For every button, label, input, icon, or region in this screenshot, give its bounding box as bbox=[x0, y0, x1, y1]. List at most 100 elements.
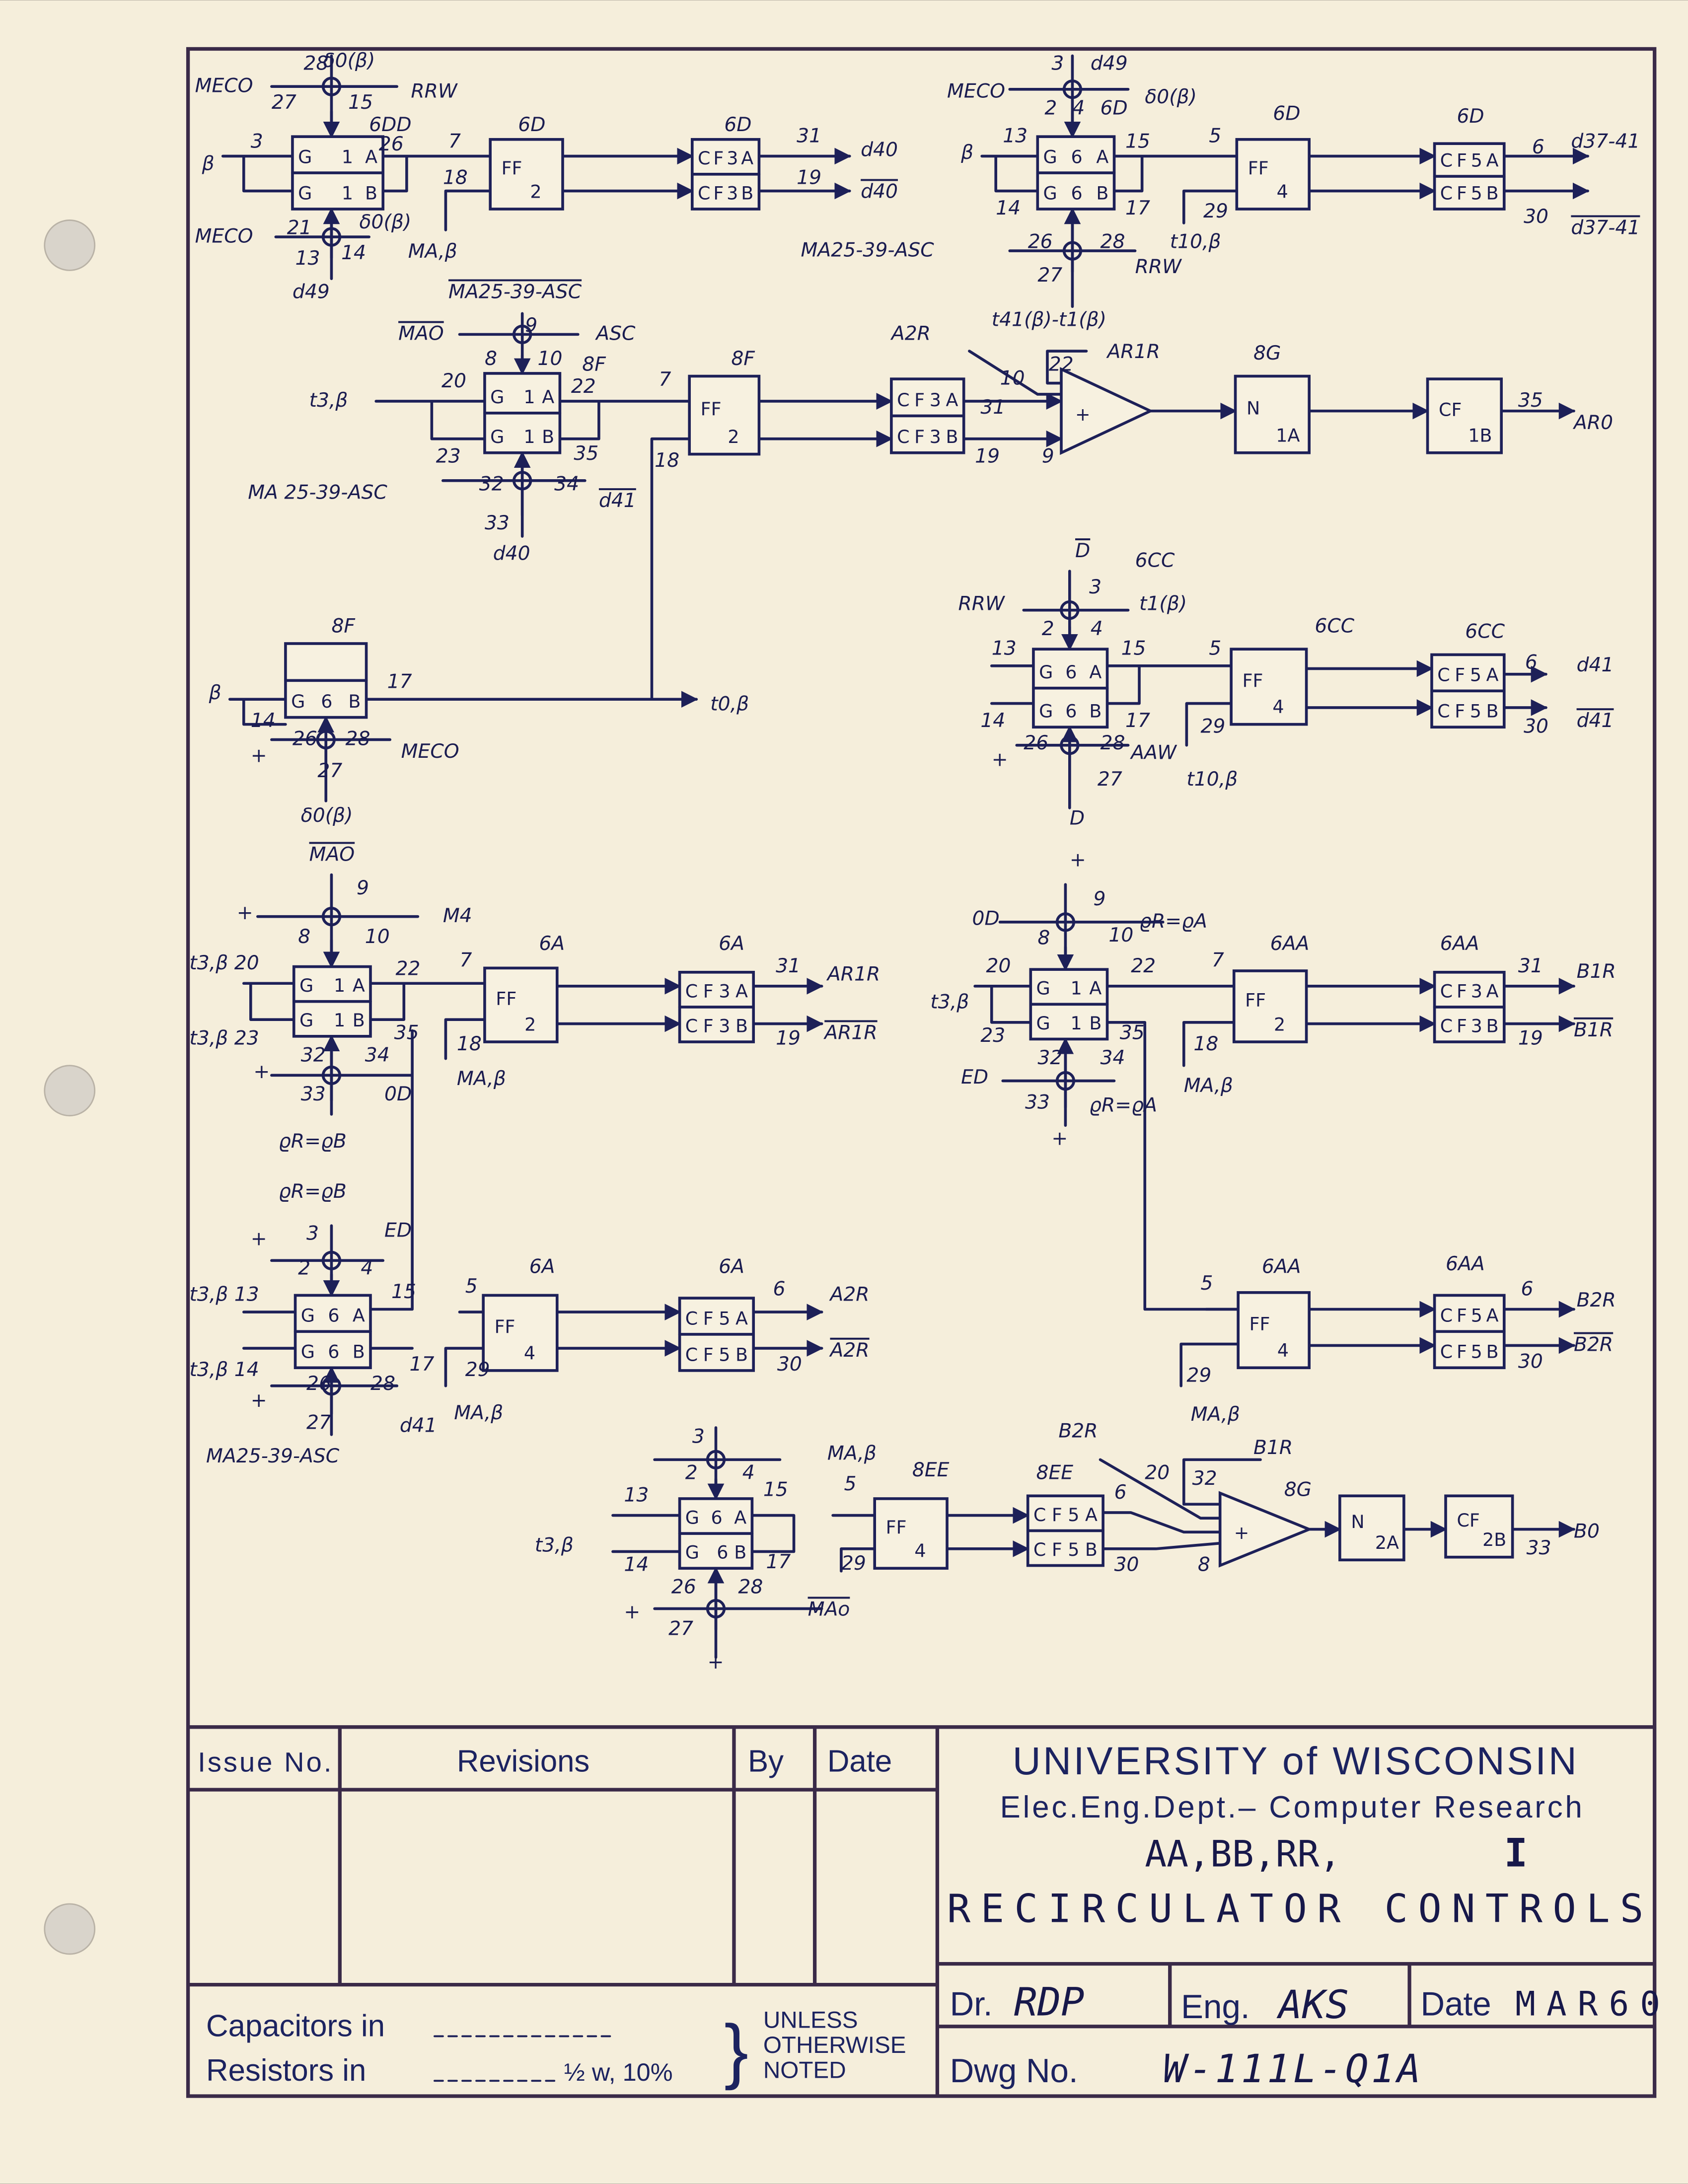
block-type: FF bbox=[495, 1316, 515, 1337]
signal-label: 8 bbox=[1198, 1554, 1210, 1576]
signal-label: D bbox=[1075, 540, 1090, 562]
signal-label: 28 bbox=[346, 728, 370, 750]
junction-symbol bbox=[706, 1450, 726, 1470]
signal-label: 6DD bbox=[369, 114, 411, 136]
signal-label: MA,β bbox=[457, 1068, 506, 1090]
wire bbox=[381, 154, 492, 193]
logic-block: FF 4 bbox=[482, 1294, 559, 1372]
issue-no-header: Issue No. bbox=[198, 1747, 331, 1778]
signal-label: 5 bbox=[465, 1275, 478, 1298]
signal-label: RRW bbox=[1135, 256, 1183, 278]
signal-label: 7 bbox=[1212, 949, 1224, 972]
signal-label: 19 bbox=[975, 445, 1000, 467]
signal-label: 26 bbox=[671, 1576, 696, 1599]
signal-label: 17 bbox=[1125, 197, 1150, 219]
department: Elec.Eng.Dept.– Computer Research bbox=[1000, 1790, 1582, 1824]
signal-label: 6D bbox=[724, 114, 751, 136]
signal-label: 5 bbox=[844, 1473, 857, 1495]
signal-label: 8F bbox=[731, 348, 755, 370]
wire bbox=[1182, 1458, 1262, 1506]
signal-label: 27 bbox=[272, 91, 296, 114]
punch-hole bbox=[44, 1903, 96, 1955]
signal-label: 5 bbox=[1209, 125, 1221, 147]
signal-label: 31 bbox=[776, 955, 801, 977]
junction-symbol bbox=[1060, 600, 1080, 620]
logic-block: FF4 bbox=[1230, 648, 1308, 726]
signal-label: 29 bbox=[465, 1359, 490, 1381]
signal-label: AR1R bbox=[823, 1021, 877, 1044]
signal-label: 15 bbox=[763, 1478, 788, 1501]
signal-label: 32 bbox=[1037, 1047, 1062, 1069]
wire bbox=[973, 985, 1032, 1024]
signal-label: 9 bbox=[1093, 888, 1105, 910]
signal-label: 23 bbox=[980, 1024, 1005, 1047]
signal-label: 2 bbox=[298, 1257, 310, 1279]
signal-label: 28 bbox=[303, 53, 328, 75]
signal-label: 34 bbox=[554, 473, 579, 495]
punch-hole bbox=[44, 219, 96, 271]
signal-label: MAO bbox=[398, 323, 444, 345]
signal-label: B1R bbox=[1577, 960, 1616, 983]
wire bbox=[1101, 1511, 1222, 1534]
wire bbox=[558, 400, 691, 440]
signal-label: 20 bbox=[986, 955, 1011, 977]
block-type: FF bbox=[1243, 670, 1263, 691]
signal-label: 22 bbox=[1049, 353, 1074, 375]
signal-label: + bbox=[251, 1389, 267, 1412]
signal-label: 9 bbox=[525, 314, 537, 337]
signal-label: 15 bbox=[348, 91, 373, 114]
logic-block: FF4 bbox=[873, 1497, 949, 1570]
signal-label: 30 bbox=[1518, 1350, 1543, 1373]
drawn-label: Dr. bbox=[950, 1985, 993, 2023]
signal-label: 15 bbox=[1125, 131, 1150, 153]
signal-label: 22 bbox=[395, 957, 420, 980]
block-number: 2 bbox=[524, 1014, 536, 1035]
junction-symbol bbox=[706, 1599, 726, 1619]
block-type: FF bbox=[1245, 990, 1266, 1011]
revisions-header: Revisions bbox=[457, 1745, 589, 1779]
signal-label: d49 bbox=[1091, 53, 1128, 75]
signal-label: A2R bbox=[890, 323, 931, 345]
block-number: 2B bbox=[1482, 1529, 1506, 1550]
block-label-top: G6A bbox=[1039, 661, 1101, 683]
signal-label: 26 bbox=[306, 1373, 331, 1395]
wire bbox=[444, 189, 492, 231]
signal-label: A2R bbox=[828, 1284, 869, 1306]
signal-label: 6AA bbox=[1262, 1256, 1301, 1278]
drawing-subtitle-numeral: I bbox=[1504, 1830, 1528, 1876]
signal-label: 22 bbox=[1131, 955, 1156, 977]
signal-label: 10 bbox=[365, 926, 390, 948]
signal-label: MA25-39-ASC bbox=[448, 281, 582, 303]
signal-label: 3 bbox=[1089, 576, 1101, 598]
signal-label: 17 bbox=[387, 671, 412, 693]
block-type: FF bbox=[1249, 1313, 1270, 1335]
signal-label: d37-41 bbox=[1571, 217, 1640, 239]
date-header: Date bbox=[827, 1745, 892, 1779]
signal-label: δ0(β) bbox=[1145, 86, 1197, 108]
signal-label: 8F bbox=[331, 615, 356, 638]
junction-symbol bbox=[321, 227, 342, 247]
signal-label: B0 bbox=[1574, 1520, 1600, 1542]
signal-label: 18 bbox=[655, 449, 679, 472]
signal-label: 27 bbox=[1098, 768, 1122, 791]
signal-label: 26 bbox=[379, 133, 404, 155]
signal-label: δ0(β) bbox=[323, 50, 375, 72]
signal-label: 13 bbox=[992, 637, 1017, 659]
signal-label: 7 bbox=[448, 131, 461, 153]
wire bbox=[1105, 664, 1233, 705]
signal-label: 6D bbox=[1273, 102, 1300, 125]
signal-label: 22 bbox=[571, 375, 596, 398]
signal-label: 7 bbox=[659, 368, 671, 391]
block-label-top: G6A bbox=[1043, 146, 1109, 167]
signal-label: 2 bbox=[685, 1462, 698, 1484]
summing-amplifier: + bbox=[1060, 367, 1154, 455]
block-number: 4 bbox=[524, 1342, 535, 1364]
signal-label: 8 bbox=[485, 348, 497, 370]
block-type: N bbox=[1247, 398, 1260, 419]
